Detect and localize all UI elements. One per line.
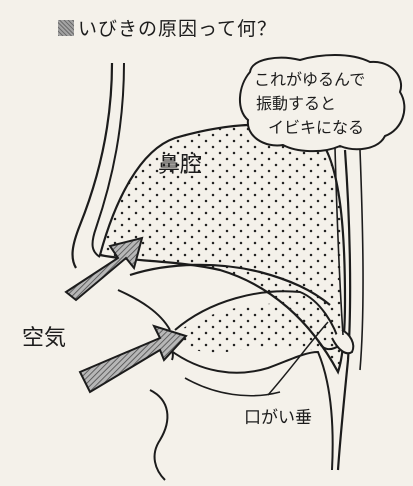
soft-palate <box>174 290 342 351</box>
speech-bubble-line: イビキになる <box>268 118 365 137</box>
hard-palate <box>129 263 331 306</box>
nasal-cavity-region <box>98 123 347 375</box>
chin <box>149 389 169 481</box>
tongue <box>169 349 334 471</box>
speech-bubble-line: 振動すると <box>256 94 337 113</box>
uvula <box>331 329 355 355</box>
nose-outline <box>71 62 114 269</box>
hatched-arrow-icon <box>78 324 188 394</box>
speech-bubble-text: これがゆるんで 振動すると イビキになる <box>240 60 408 152</box>
hatched-arrow-icon <box>64 236 144 302</box>
diagram-title-text: いびきの原因って何？ <box>78 18 278 40</box>
uvula-leader-line <box>267 321 329 396</box>
speech-bubble-line: これがゆるんで <box>254 70 366 89</box>
air-label: 空気 <box>22 326 67 351</box>
throat-back-wall-2 <box>359 149 364 371</box>
oral-cavity-region <box>180 303 320 353</box>
tongue-lower <box>184 377 281 397</box>
speech-bubble-pointer <box>334 147 344 336</box>
uvula-label: 口がい垂 <box>244 408 312 428</box>
gray-square-icon <box>58 19 74 36</box>
diagram-title: いびきの原因って何？ <box>58 14 277 41</box>
nose-inner-outline <box>91 62 125 258</box>
upper-lip <box>117 289 171 331</box>
speech-bubble <box>239 54 406 153</box>
nasal-cavity-label: 鼻腔 <box>158 153 203 178</box>
